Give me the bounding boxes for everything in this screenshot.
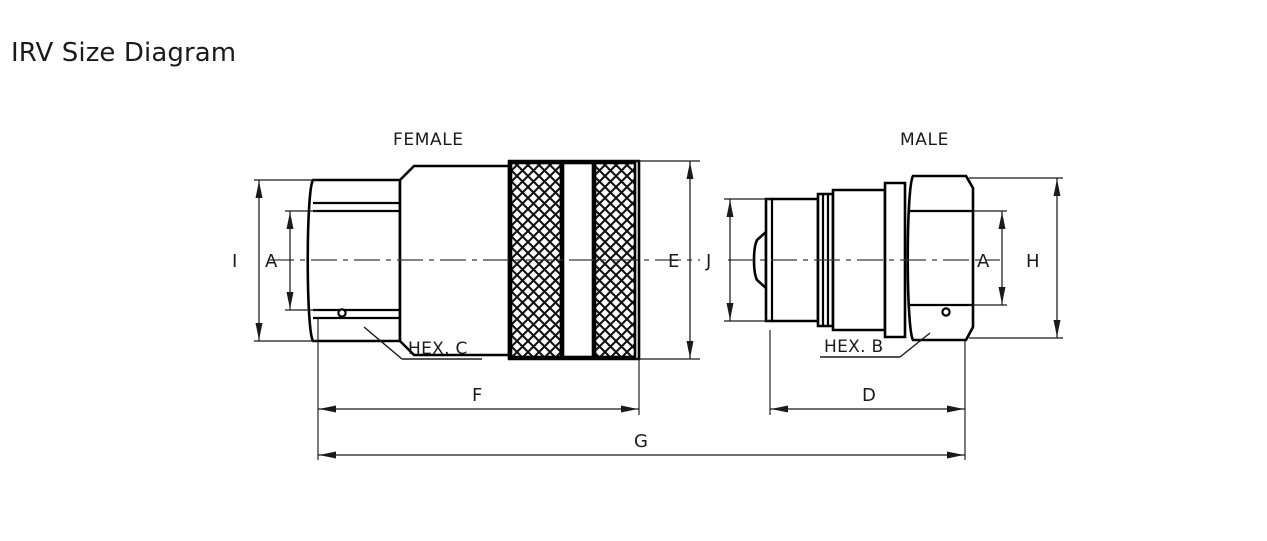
dim-J-arrow-top [726, 200, 734, 217]
dim-label-D: D [862, 385, 876, 406]
male-hex-nut [906, 174, 975, 342]
dim-label-J: J [705, 251, 711, 272]
female-part-label: FEMALE [393, 130, 464, 150]
dim-label-H: H [1026, 251, 1040, 272]
dim-G-arrow-right [947, 451, 964, 459]
page-title: IRV Size Diagram [11, 38, 237, 68]
dim-G-arrow-left [319, 451, 336, 459]
dim-A-male-arrow-bottom [998, 287, 1006, 304]
dim-J-arrow-bottom [726, 303, 734, 320]
dim-D-arrow-right [947, 405, 964, 413]
dim-label-I: I [232, 251, 237, 272]
female-locating-hole [337, 308, 347, 318]
dim-E-arrow-top [686, 162, 694, 179]
female-coupler-group: FEMALE [268, 130, 700, 361]
length-dimensions-group: F D G [317, 318, 966, 460]
female-dimensions-group: I A E [232, 160, 700, 360]
dim-label-G: G [634, 431, 648, 452]
dim-I-arrow-bottom [255, 323, 263, 340]
dim-A-female-arrow-bottom [286, 292, 294, 309]
hex-b-label: HEX. B [824, 337, 883, 357]
male-collar [883, 181, 907, 339]
dim-label-E: E [668, 251, 679, 272]
hex-c-label: HEX. C [408, 339, 468, 359]
hex-c-callout: HEX. C [363, 326, 482, 360]
dim-H-arrow-top [1053, 179, 1061, 196]
male-locating-hole [941, 307, 951, 317]
male-coupler-group: MALE [728, 130, 1000, 342]
male-dimensions-group: J A H [705, 177, 1063, 339]
dim-I-arrow-top [255, 181, 263, 198]
male-part-label: MALE [900, 130, 949, 150]
dim-E-arrow-bottom [686, 341, 694, 358]
dim-label-F: F [472, 385, 482, 406]
dim-A-female-arrow-top [286, 212, 294, 229]
dim-label-A-female: A [265, 251, 278, 272]
dim-H-arrow-bottom [1053, 320, 1061, 337]
dim-D-arrow-left [771, 405, 788, 413]
hex-b-callout: HEX. B [820, 332, 931, 358]
dim-label-A-male: A [977, 251, 990, 272]
dim-A-male-arrow-top [998, 212, 1006, 229]
dim-F-arrow-right [621, 405, 638, 413]
hex-c-leader-line [363, 326, 403, 360]
dim-F-arrow-left [319, 405, 336, 413]
hex-b-leader-line [899, 332, 931, 358]
